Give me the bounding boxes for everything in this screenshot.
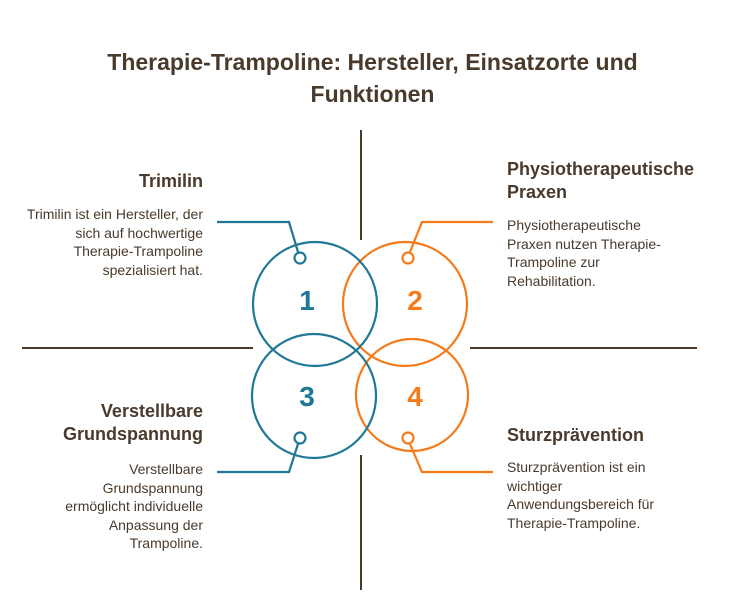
anchor-dot-3: [293, 431, 307, 445]
number-4: 4: [407, 381, 423, 412]
circle-3: [250, 332, 378, 460]
text-verstellbare-grundspannung: Verstellbare Grundspannung ermöglicht in…: [65, 461, 203, 551]
connector-3: [217, 443, 300, 474]
text-trimilin: Trimilin ist ein Hersteller, der sich au…: [26, 206, 203, 278]
heading-sturzpraevention: Sturzprävention: [507, 425, 645, 445]
circle-1: [251, 240, 379, 368]
anchor-dot-2: [401, 251, 415, 265]
anchor-dot-1: [293, 251, 307, 265]
number-3: 3: [299, 381, 315, 412]
heading-trimilin: Trimilin: [138, 171, 203, 191]
anchor-dot-4: [401, 431, 415, 445]
text-sturzpraevention: Sturzprävention ist ein wichtiger Anwend…: [507, 459, 655, 531]
connector-1: [217, 220, 300, 253]
number-1: 1: [299, 285, 315, 316]
heading-physiotherapeutische-praxen: Physiotherapeutische Praxen: [507, 159, 695, 202]
connector-2: [408, 220, 493, 253]
connector-4: [408, 443, 493, 474]
page-title: Therapie-Trampoline: Hersteller, Einsatz…: [107, 49, 638, 107]
text-physiotherapeutische-praxen: Physiotherapeutische Praxen nutzen Thera…: [507, 217, 661, 289]
quadrant-dividers: [22, 130, 697, 590]
circle-2: [341, 240, 469, 368]
heading-verstellbare-grundspannung: Verstellbare Grundspannung: [63, 401, 203, 444]
number-2: 2: [407, 285, 423, 316]
